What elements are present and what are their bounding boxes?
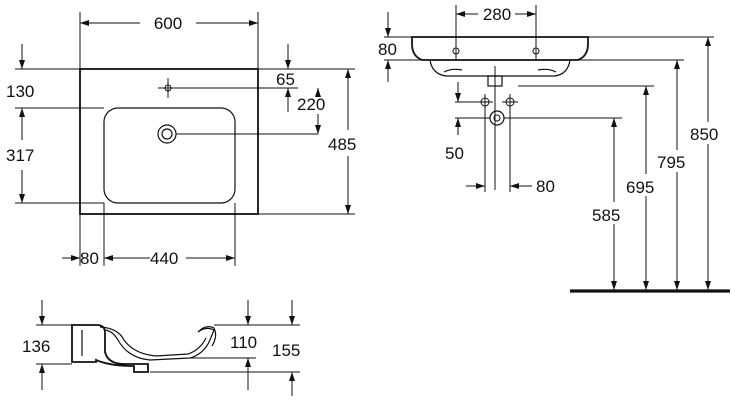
- side-view: 136 110 155: [22, 300, 300, 396]
- dim-side-height-155: 155: [272, 341, 300, 360]
- dim-waste-offset-50: 50: [445, 144, 464, 163]
- front-view: 280 80 50: [378, 5, 730, 293]
- dim-back-to-tap-130: 130: [6, 82, 34, 101]
- dim-height-585: 585: [592, 206, 620, 225]
- dim-depth-485: 485: [328, 135, 356, 154]
- basin-outline: [79, 68, 259, 215]
- waste-connection-icon: [489, 110, 505, 126]
- dim-bowl-depth-317: 317: [6, 146, 34, 165]
- tap-hole-icon: [158, 78, 178, 98]
- dim-waste-offset-80: 80: [536, 177, 555, 196]
- dim-tap-offset-65: 65: [276, 70, 295, 89]
- dim-rim-thickness-80: 80: [378, 40, 397, 59]
- waste-outlet-icon: [157, 124, 177, 144]
- dim-width-600: 600: [154, 14, 182, 33]
- bowl-outline: [103, 107, 236, 204]
- top-view: 600 130 317 65 220: [6, 12, 356, 268]
- dim-side-height-136: 136: [22, 337, 50, 356]
- supply-valve-left-icon: [477, 94, 493, 110]
- dim-bowl-width-440: 440: [150, 249, 178, 268]
- dim-side-margin-80: 80: [80, 249, 99, 268]
- dim-tap-spacing-280: 280: [483, 5, 511, 24]
- dim-height-850: 850: [690, 125, 718, 144]
- tap-hole-right-icon: [532, 40, 540, 60]
- dim-tap-to-waste-220: 220: [297, 95, 325, 114]
- front-basin-outline: [411, 36, 589, 61]
- dim-side-height-110: 110: [230, 333, 257, 352]
- tap-hole-left-icon: [452, 40, 460, 60]
- supply-valve-right-icon: [502, 94, 518, 110]
- dim-height-695: 695: [626, 178, 654, 197]
- dim-height-795: 795: [657, 153, 685, 172]
